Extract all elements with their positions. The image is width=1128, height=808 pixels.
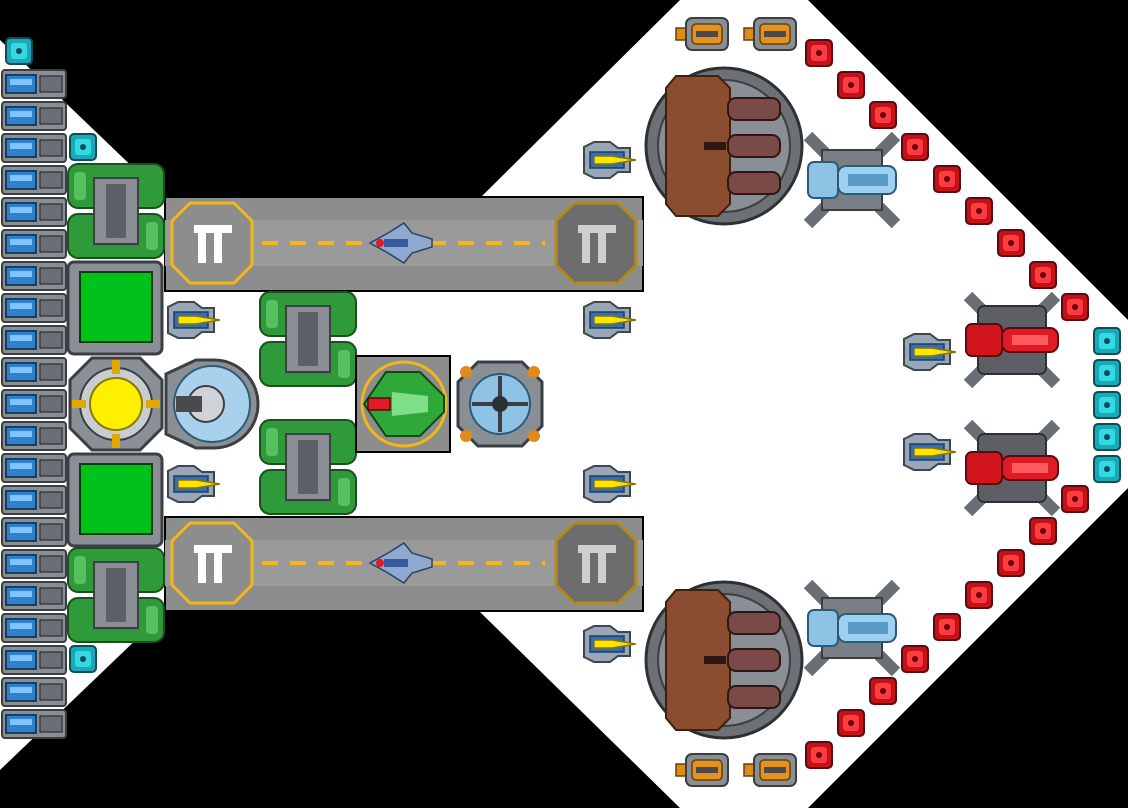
armor-block <box>997 549 1025 577</box>
armor-block <box>965 197 993 225</box>
laser-gun <box>583 465 637 503</box>
laser-gun <box>167 465 221 503</box>
thruster <box>1 421 67 451</box>
thruster <box>1 133 67 163</box>
thruster-column <box>1 69 67 739</box>
armor-block <box>933 613 961 641</box>
shield-block <box>1093 327 1121 355</box>
ice-launcher <box>808 584 896 672</box>
thruster <box>1 581 67 611</box>
ice-launcher <box>808 136 896 224</box>
armor-block <box>837 71 865 99</box>
thruster <box>1 645 67 675</box>
shield-block <box>1093 423 1121 451</box>
armor-block <box>1061 293 1089 321</box>
shield-generator <box>456 360 544 448</box>
armor-block <box>997 229 1025 257</box>
shield-dome <box>164 358 260 450</box>
shield-block <box>1093 455 1121 483</box>
thruster <box>1 549 67 579</box>
shield-block <box>1093 391 1121 419</box>
thruster <box>1 229 67 259</box>
laser-gun <box>167 301 221 339</box>
armor-block <box>805 39 833 67</box>
thruster <box>1 325 67 355</box>
armor-block <box>933 165 961 193</box>
thruster <box>1 709 67 739</box>
hangar-bay-bottom <box>164 516 644 612</box>
thruster <box>1 293 67 323</box>
thruster <box>1 389 67 419</box>
heavy-cannon <box>644 66 804 226</box>
thruster <box>1 165 67 195</box>
thruster <box>1 485 67 515</box>
laser-gun <box>583 301 637 339</box>
armor-block <box>1061 485 1089 513</box>
armor-block <box>869 677 897 705</box>
thruster <box>1 677 67 707</box>
power-core-top <box>66 260 164 356</box>
armor-block <box>837 709 865 737</box>
laser-gun <box>583 141 637 179</box>
thruster <box>1 453 67 483</box>
thruster <box>1 101 67 131</box>
shield-block <box>69 133 97 161</box>
power-core-bottom <box>66 452 164 548</box>
armor-block <box>1029 261 1057 289</box>
laser-gun <box>903 333 957 371</box>
armor-block <box>805 741 833 769</box>
thruster <box>1 357 67 387</box>
armor-block <box>965 581 993 609</box>
laser-gun <box>583 625 637 663</box>
thruster <box>1 517 67 547</box>
thruster <box>1 261 67 291</box>
reactor-core <box>68 356 164 452</box>
thruster <box>1 197 67 227</box>
cockpit <box>355 355 451 453</box>
missile-launcher <box>966 424 1058 512</box>
laser-gun <box>903 433 957 471</box>
shield-block <box>1093 359 1121 387</box>
heavy-cannon <box>644 580 804 740</box>
shield-block <box>69 645 97 673</box>
armor-block <box>1029 517 1057 545</box>
hangar-bay-top <box>164 196 644 292</box>
armor-block <box>901 133 929 161</box>
shield-block <box>5 37 33 65</box>
thruster <box>1 613 67 643</box>
armor-block <box>901 645 929 673</box>
armor-block <box>869 101 897 129</box>
thruster <box>1 69 67 99</box>
missile-launcher <box>966 296 1058 384</box>
